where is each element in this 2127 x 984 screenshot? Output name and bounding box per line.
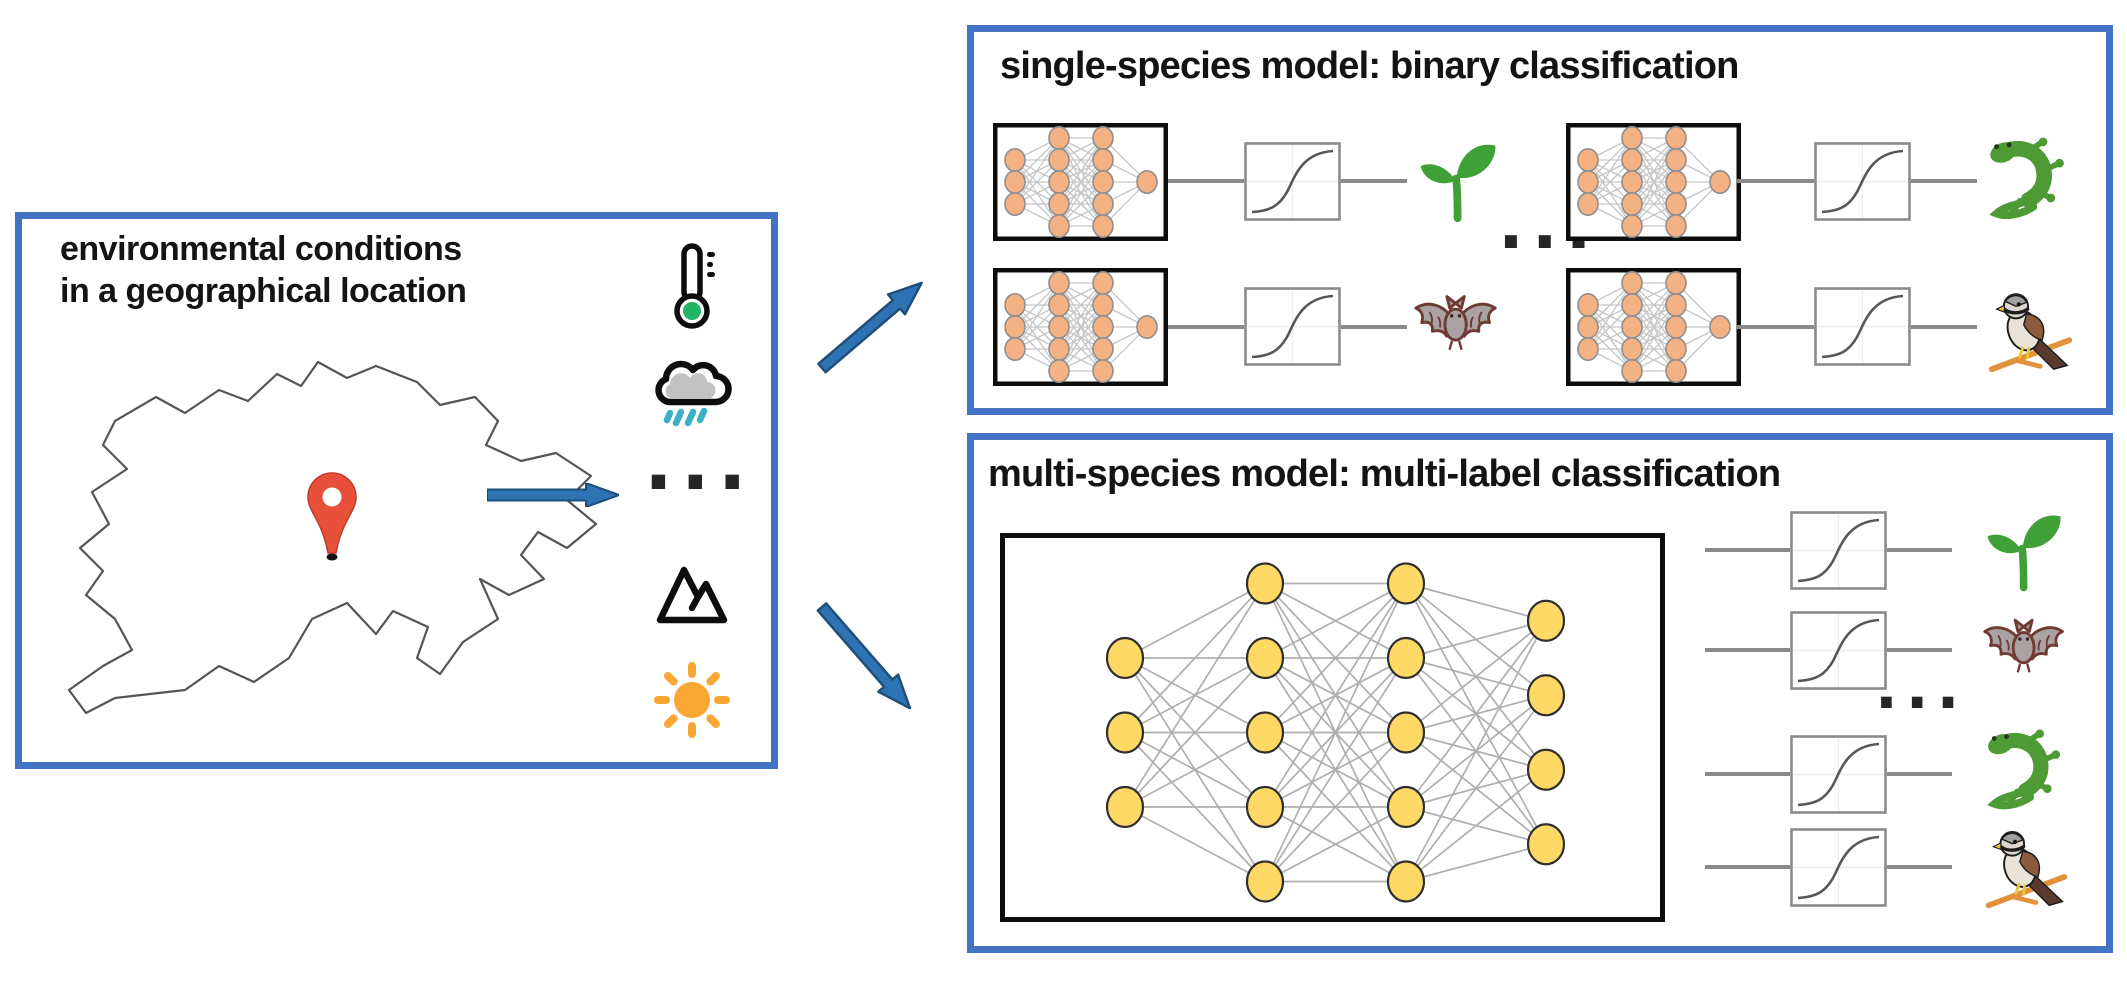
connector-line (1168, 325, 1244, 329)
seedling-output (1981, 505, 2071, 595)
sigmoid-activation-box (1790, 827, 1887, 907)
multi-species-panel-title: multi-species model: multi-label classif… (988, 453, 1781, 495)
connector-line (1737, 325, 1814, 329)
lizard-output (1981, 729, 2071, 819)
sigmoid-activation-box (1244, 142, 1341, 221)
connector-line (1887, 548, 1952, 552)
connector-line (1705, 865, 1790, 869)
location-pin-icon (307, 472, 357, 561)
bird-output (1981, 822, 2071, 912)
lizard-output (1983, 137, 2075, 229)
connector-line (1887, 865, 1952, 869)
rain-cloud-icon (655, 360, 732, 427)
bat-emoji (1983, 618, 2064, 673)
seedling-emoji (1420, 144, 1496, 223)
connector-line (1911, 325, 1977, 329)
neural-network-large (1000, 533, 1665, 922)
sigmoid-unit (1244, 287, 1341, 366)
neural-network-small (1566, 268, 1741, 386)
bat-emoji (1414, 295, 1497, 350)
single-species-panel: single-species model: binary classificat… (967, 25, 2113, 415)
connector-line (1341, 179, 1407, 183)
input-panel-title-line1: environmental conditions (60, 230, 462, 268)
sigmoid-activation-box (1790, 610, 1887, 690)
connector-line (1705, 548, 1790, 552)
sigmoid-unit (1790, 510, 1887, 590)
sigmoid-unit (1790, 610, 1887, 690)
sigmoid-unit (1814, 287, 1911, 366)
neural-network-small (1566, 123, 1741, 241)
neural-network-small (993, 123, 1168, 241)
switzerland-map (67, 360, 598, 715)
bird-output (1984, 284, 2076, 376)
seedling-output (1414, 134, 1506, 226)
connector-line (1705, 648, 1790, 652)
bird-emoji (1985, 831, 2068, 909)
sigmoid-activation-box (1814, 287, 1911, 366)
multi-species-panel: multi-species model: multi-label classif… (967, 433, 2113, 953)
arrow-to-single-species-icon (817, 281, 923, 374)
sun-icon (654, 662, 730, 738)
sigmoid-unit (1814, 142, 1911, 221)
single-species-network-box (993, 123, 1168, 241)
input-panel-title: environmental conditions in a geographic… (60, 228, 467, 312)
sigmoid-unit (1244, 142, 1341, 221)
input-ellipsis: ... (644, 418, 755, 507)
single-species-network-box (1566, 268, 1741, 386)
sigmoid-activation-box (1244, 287, 1341, 366)
single-species-panel-title: single-species model: binary classificat… (1000, 45, 1739, 87)
connector-line (1887, 648, 1952, 652)
connector-line (1887, 772, 1952, 776)
multi-species-network-box (1000, 533, 1665, 922)
bird-emoji (1988, 293, 2073, 373)
map-to-variables-arrow-icon (487, 483, 619, 507)
thermometer-icon (674, 243, 715, 329)
connector-line (1705, 772, 1790, 776)
sigmoid-unit (1790, 827, 1887, 907)
sigmoid-activation-box (1814, 142, 1911, 221)
environmental-conditions-panel: environmental conditions in a geographic… (15, 212, 778, 769)
mountain-icon (656, 566, 728, 624)
seedling-emoji (1987, 515, 2061, 592)
bat-output (1981, 605, 2071, 695)
connector-line (1168, 179, 1244, 183)
neural-network-small (993, 268, 1168, 386)
input-panel-title-line2: in a geographical location (60, 272, 467, 310)
sigmoid-unit (1790, 734, 1887, 814)
connector-line (1737, 179, 1814, 183)
connector-line (1911, 179, 1977, 183)
sigmoid-activation-box (1790, 510, 1887, 590)
multi-species-ellipsis: ... (1875, 653, 1968, 723)
lizard-emoji (1987, 729, 2061, 810)
bat-output (1412, 281, 1504, 373)
single-species-network-box (1566, 123, 1741, 241)
lizard-emoji (1989, 137, 2064, 220)
sigmoid-activation-box (1790, 734, 1887, 814)
arrow-to-multi-species-icon (816, 602, 912, 710)
connector-line (1341, 325, 1407, 329)
single-species-network-box (993, 268, 1168, 386)
